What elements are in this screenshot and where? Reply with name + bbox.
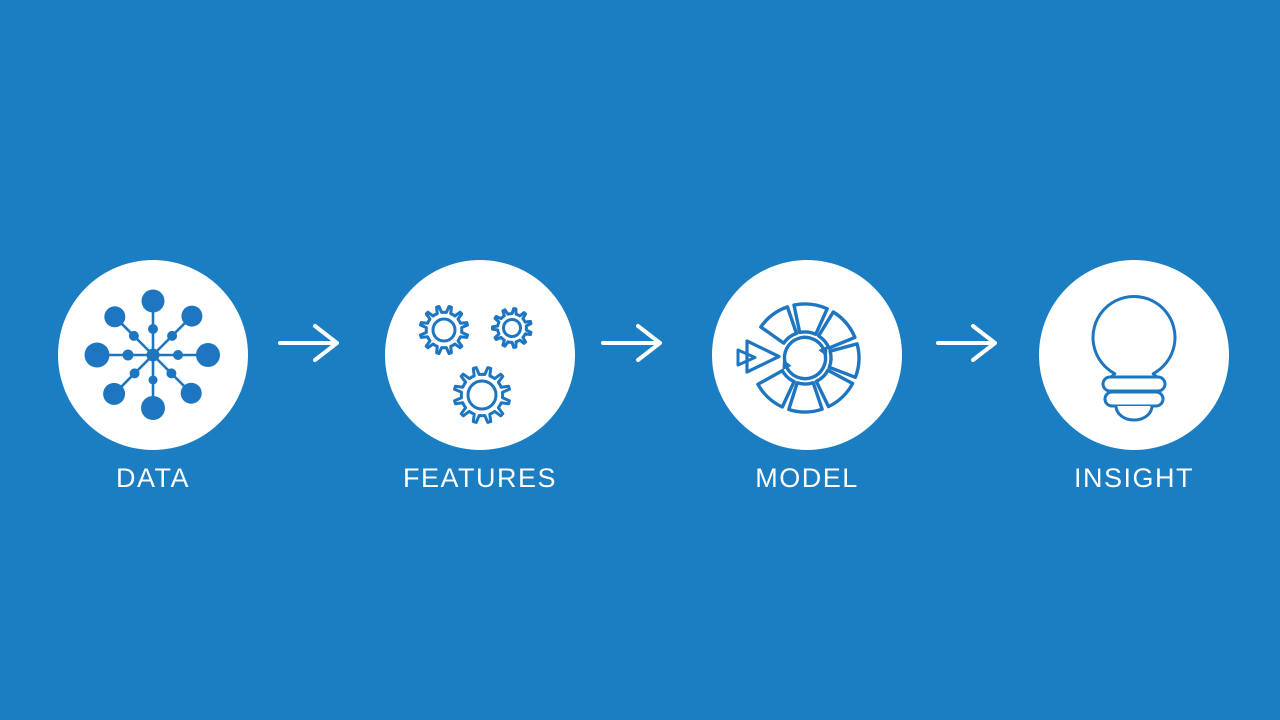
arrow-right-icon bbox=[278, 324, 339, 362]
stage-data: DATA bbox=[58, 260, 248, 493]
stage-label-data: DATA bbox=[115, 463, 191, 493]
insight-circle bbox=[1039, 260, 1229, 450]
stage-label-features: FEATURES bbox=[402, 463, 558, 493]
model-iteration-icon bbox=[736, 302, 861, 414]
arrow-right-icon bbox=[936, 324, 997, 362]
lightbulb-icon bbox=[1091, 295, 1177, 422]
gears-icon bbox=[419, 305, 533, 424]
data-network-icon bbox=[84, 289, 220, 420]
model-circle bbox=[712, 260, 902, 450]
stage-features: FEATURES bbox=[385, 260, 575, 493]
stage-label-model: MODEL bbox=[755, 463, 859, 493]
data-circle bbox=[58, 260, 248, 450]
stage-insight: INSIGHT bbox=[1039, 260, 1229, 493]
stage-label-insight: INSIGHT bbox=[1073, 463, 1195, 493]
features-circle bbox=[385, 260, 575, 450]
arrow-right-icon bbox=[601, 324, 662, 362]
stage-model: MODEL bbox=[712, 260, 902, 493]
